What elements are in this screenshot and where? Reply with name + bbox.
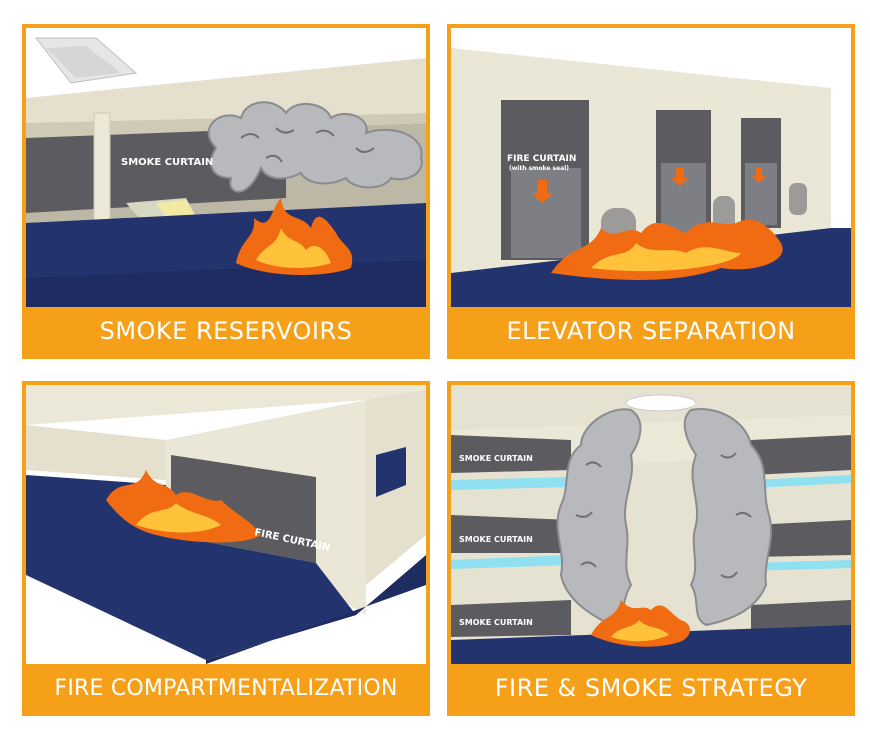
caption-elevator-separation: ELEVATOR SEPARATION (451, 307, 851, 355)
fire-graphic (551, 219, 783, 280)
caption-smoke-reservoirs: SMOKE RESERVOIRS (26, 307, 426, 355)
panel-fire-smoke-strategy: SMOKE CURTAIN SMOKE CURTAIN SMOKE CURTAI… (447, 381, 855, 716)
fire-graphic (591, 600, 691, 647)
panel-elevator-separation: FIRE CURTAIN (with smoke seal) ELEVATOR … (447, 24, 855, 359)
smoke-curtain-label-lower: SMOKE CURTAIN (459, 618, 533, 627)
fire-compartmentalization-illustration: FIRE CURTAIN (26, 385, 426, 664)
elevator-separation-illustration: FIRE CURTAIN (with smoke seal) (451, 28, 851, 307)
fire-graphic (236, 198, 353, 275)
elevator-fire-curtain-label: FIRE CURTAIN (507, 154, 576, 164)
elevator-fire-curtain-sublabel: (with smoke seal) (509, 165, 569, 172)
caption-fire-smoke-strategy: FIRE & SMOKE STRATEGY (451, 664, 851, 712)
panel-fire-compartmentalization: FIRE CURTAIN FIRE COMPARTMENTALIZATION (22, 381, 430, 716)
smoke-reservoir-illustration: SMOKE CURTAIN (26, 28, 426, 307)
fire-graphic (106, 470, 261, 543)
panel-smoke-reservoirs: SMOKE CURTAIN SMOKE RESERVOIRS (22, 24, 430, 359)
smoke-curtain-label-middle: SMOKE CURTAIN (459, 535, 533, 544)
smoke-curtain-label: SMOKE CURTAIN (121, 157, 213, 168)
caption-fire-compartmentalization: FIRE COMPARTMENTALIZATION (26, 664, 426, 712)
fire-smoke-strategy-illustration: SMOKE CURTAIN SMOKE CURTAIN SMOKE CURTAI… (451, 385, 851, 664)
smoke-curtain-label-upper: SMOKE CURTAIN (459, 454, 533, 463)
